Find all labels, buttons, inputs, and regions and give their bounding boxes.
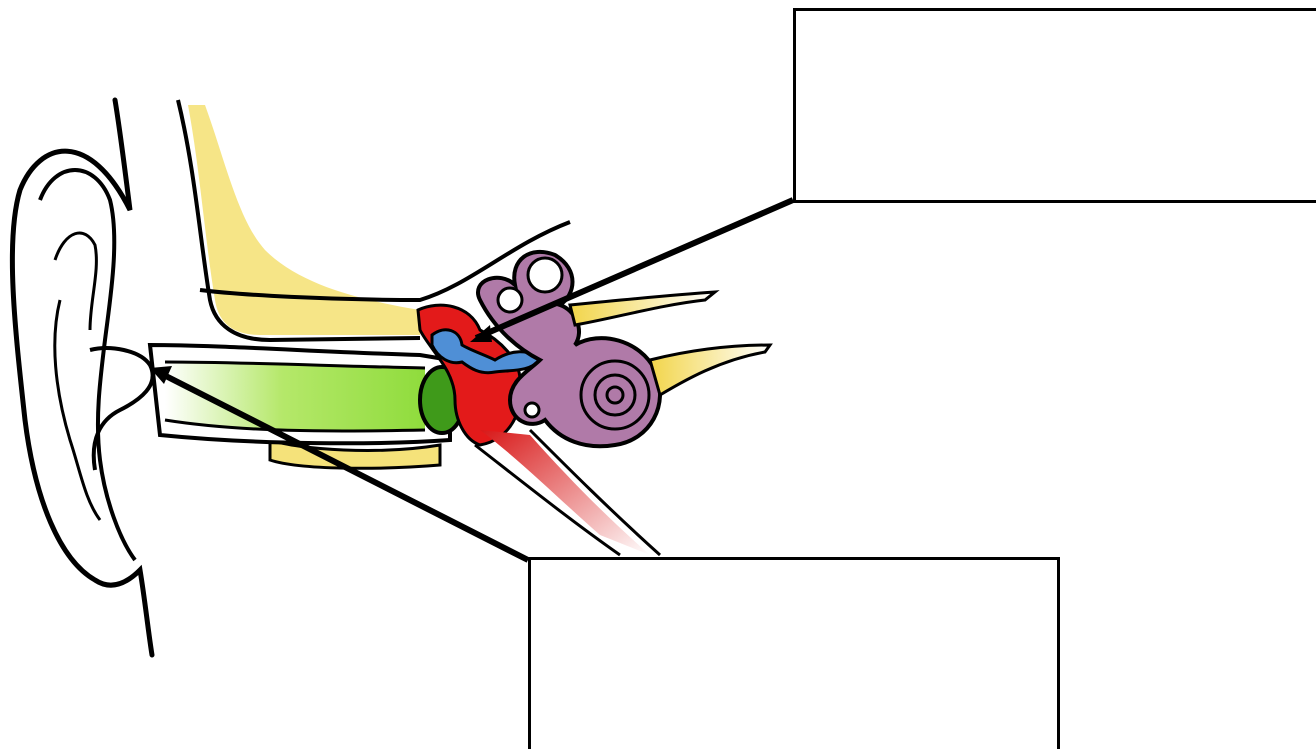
label-box-top[interactable] <box>793 8 1316 203</box>
outer-ear <box>12 100 152 655</box>
auditory-tube <box>480 430 650 555</box>
label-box-bottom[interactable] <box>528 557 1060 749</box>
